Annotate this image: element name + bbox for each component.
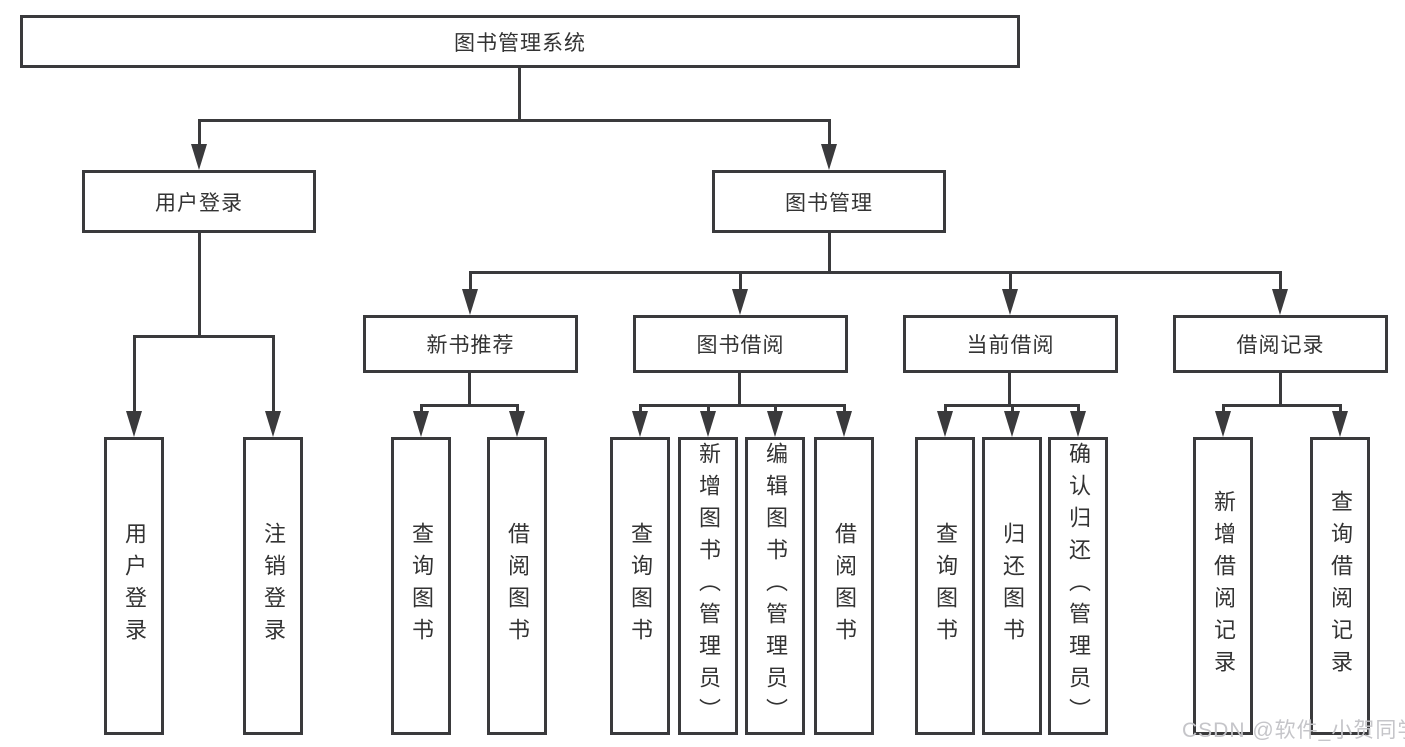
connector-line (469, 271, 1282, 274)
leaf-add-borrow-record: 新增借阅记录 (1193, 437, 1253, 735)
connector-line (133, 335, 136, 415)
csdn-watermark: CSDN @软件_小贺同学 (1182, 719, 1405, 742)
leaf-label: 查询图书 (409, 522, 434, 650)
leaf-logout: 注销登录 (243, 437, 303, 735)
arrowhead-down (1272, 289, 1288, 315)
connector-line (420, 404, 423, 414)
connector-line (272, 335, 275, 415)
node-new-book-recommend: 新书推荐 (363, 315, 578, 373)
arrowhead-down (126, 411, 142, 437)
connector-line (944, 404, 947, 414)
leaf-confirm-return-admin: 确认归还（管理员） (1048, 437, 1108, 735)
node-library-management-system: 图书管理系统 (20, 15, 1020, 68)
connector-line (1011, 404, 1014, 414)
connector-line (516, 404, 519, 414)
leaf-borrow-books-2: 借阅图书 (814, 437, 874, 735)
leaf-label: 确认归还（管理员） (1066, 442, 1091, 730)
connector-line (828, 119, 831, 147)
arrowhead-down (509, 411, 525, 437)
connector-line (198, 119, 831, 122)
connector-line (1009, 271, 1012, 293)
arrowhead-down (732, 289, 748, 315)
connector-line (198, 233, 201, 338)
arrowhead-down (836, 411, 852, 437)
node-book-borrowing: 图书借阅 (633, 315, 848, 373)
arrowhead-down (1332, 411, 1348, 437)
arrowhead-down (265, 411, 281, 437)
connector-line (1222, 404, 1341, 407)
connector-line (843, 404, 846, 414)
arrowhead-down (632, 411, 648, 437)
leaf-query-books-1: 查询图书 (391, 437, 451, 735)
leaf-query-books-2: 查询图书 (610, 437, 670, 735)
leaf-label: 查询借阅记录 (1328, 490, 1353, 682)
arrowhead-down (1215, 411, 1231, 437)
leaf-edit-books-admin: 编辑图书（管理员） (745, 437, 805, 735)
arrowhead-down (937, 411, 953, 437)
connector-line (469, 271, 472, 293)
leaf-label: 注销登录 (261, 522, 286, 650)
connector-line (828, 233, 831, 274)
connector-line (639, 404, 642, 414)
connector-line (739, 271, 742, 293)
arrowhead-down (1070, 411, 1086, 437)
node-borrowing-records: 借阅记录 (1173, 315, 1388, 373)
node-current-borrowing: 当前借阅 (903, 315, 1118, 373)
connector-line (420, 404, 519, 407)
arrowhead-down (191, 144, 207, 170)
connector-line (1279, 271, 1282, 293)
arrowhead-down (821, 144, 837, 170)
leaf-label: 新增图书（管理员） (696, 442, 721, 730)
connector-line (468, 373, 471, 407)
leaf-label: 查询图书 (628, 522, 653, 650)
arrowhead-down (767, 411, 783, 437)
connector-line (738, 373, 741, 407)
connector-line (707, 404, 710, 414)
leaf-user-login: 用户登录 (104, 437, 164, 735)
node-book-management: 图书管理 (712, 170, 946, 233)
connector-line (1077, 404, 1080, 414)
connector-line (1279, 373, 1282, 407)
leaf-label: 借阅图书 (505, 522, 530, 650)
leaf-label: 用户登录 (122, 522, 147, 650)
leaf-add-books-admin: 新增图书（管理员） (678, 437, 738, 735)
leaf-label: 编辑图书（管理员） (763, 442, 788, 730)
leaf-label: 借阅图书 (832, 522, 857, 650)
arrowhead-down (462, 289, 478, 315)
arrowhead-down (700, 411, 716, 437)
connector-line (198, 119, 201, 147)
arrowhead-down (1004, 411, 1020, 437)
leaf-query-books-3: 查询图书 (915, 437, 975, 735)
leaf-label: 查询图书 (933, 522, 958, 650)
leaf-label: 新增借阅记录 (1211, 490, 1236, 682)
leaf-label: 归还图书 (1000, 522, 1025, 650)
connector-line (1008, 373, 1011, 407)
leaf-query-borrow-record: 查询借阅记录 (1310, 437, 1370, 735)
leaf-return-books: 归还图书 (982, 437, 1042, 735)
node-user-login: 用户登录 (82, 170, 316, 233)
connector-line (518, 68, 521, 120)
arrowhead-down (1002, 289, 1018, 315)
leaf-borrow-books-1: 借阅图书 (487, 437, 547, 735)
connector-line (639, 404, 846, 407)
connector-line (133, 335, 275, 338)
connector-line (774, 404, 777, 414)
connector-line (1222, 404, 1225, 414)
connector-line (1339, 404, 1342, 414)
arrowhead-down (413, 411, 429, 437)
